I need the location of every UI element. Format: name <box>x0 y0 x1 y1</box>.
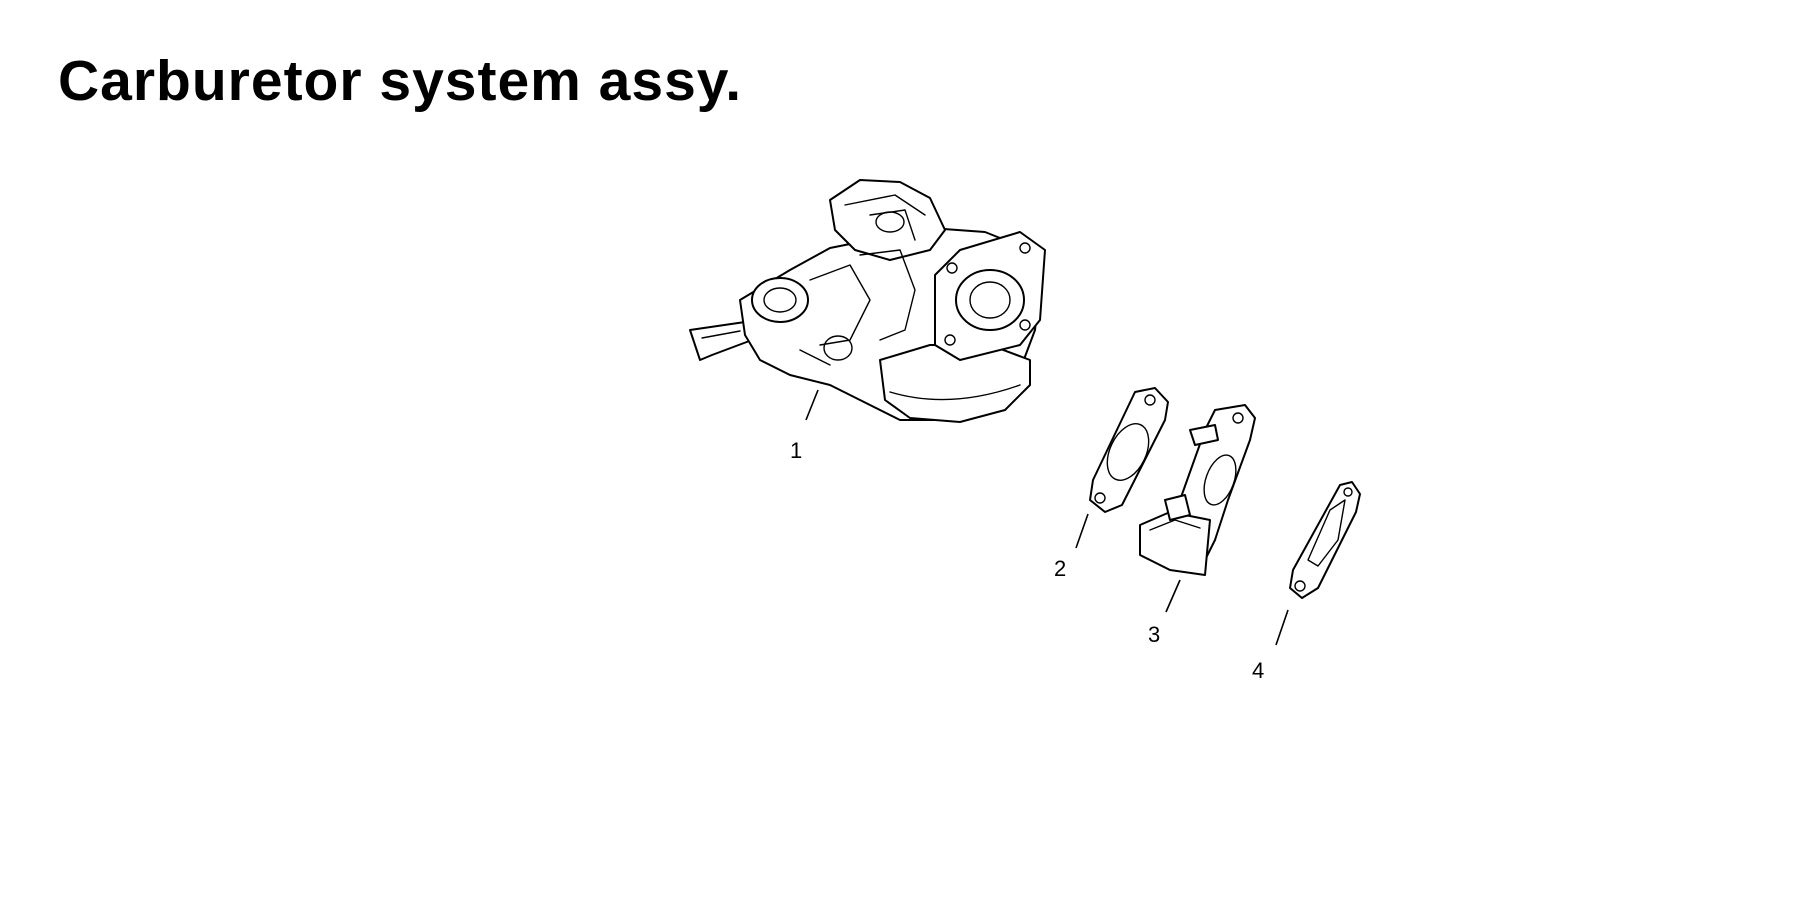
page-title: Carburetor system assy. <box>58 49 743 113</box>
insulator-part[interactable] <box>1139 404 1256 613</box>
part-label-3: 3 <box>1148 622 1160 647</box>
part-label-2: 2 <box>1054 556 1066 581</box>
carburetor-part[interactable] <box>689 179 1046 423</box>
part-label-4: 4 <box>1252 658 1264 683</box>
gasket-part-2[interactable] <box>1275 481 1361 646</box>
gasket-part[interactable] <box>1075 387 1169 549</box>
part-label-1: 1 <box>790 438 802 463</box>
